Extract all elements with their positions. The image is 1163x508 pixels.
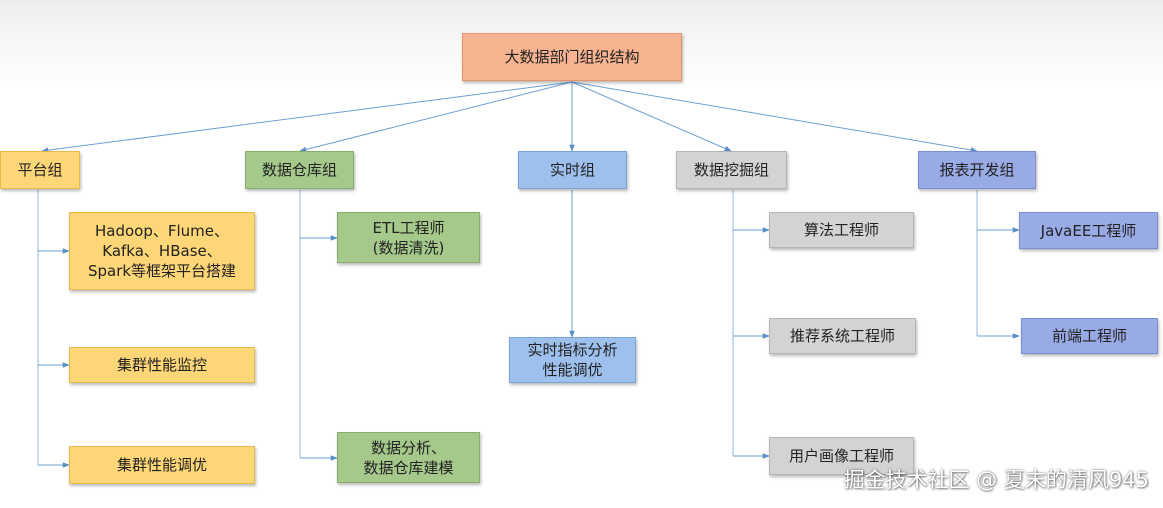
mining-item-profile: 用户画像工程师 (769, 437, 914, 475)
edge-root-report (571, 81, 978, 153)
platform-item-tuning: 集群性能调优 (69, 446, 255, 484)
group-report-node: 报表开发组 (918, 151, 1036, 189)
report-item-javaee: JavaEE工程师 (1019, 212, 1158, 249)
platform-item-monitoring: 集群性能监控 (69, 347, 255, 383)
mining-item-recommendation: 推荐系统工程师 (769, 318, 916, 354)
realtime-item-analysis: 实时指标分析 性能调优 (509, 337, 636, 383)
edge-root-platform (41, 81, 573, 153)
edge-root-warehouse (299, 81, 573, 153)
group-realtime-node: 实时组 (518, 151, 627, 189)
group-mining-node: 数据挖掘组 (676, 151, 787, 189)
org-root-node: 大数据部门组织结构 (462, 33, 682, 81)
watermark-text: 掘金技术社区 @ 夏末的清风945 (843, 468, 1149, 492)
group-warehouse-node: 数据仓库组 (245, 151, 354, 189)
mining-item-algorithm: 算法工程师 (769, 212, 914, 248)
platform-item-frameworks: Hadoop、Flume、 Kafka、HBase、 Spark等框架平台搭建 (69, 212, 255, 290)
warehouse-item-modeling: 数据分析、 数据仓库建模 (337, 432, 480, 483)
warehouse-item-etl: ETL工程师 (数据清洗) (337, 212, 480, 263)
group-platform-node: 平台组 (0, 151, 80, 189)
report-item-frontend: 前端工程师 (1021, 318, 1158, 354)
edge-root-mining (571, 81, 732, 152)
